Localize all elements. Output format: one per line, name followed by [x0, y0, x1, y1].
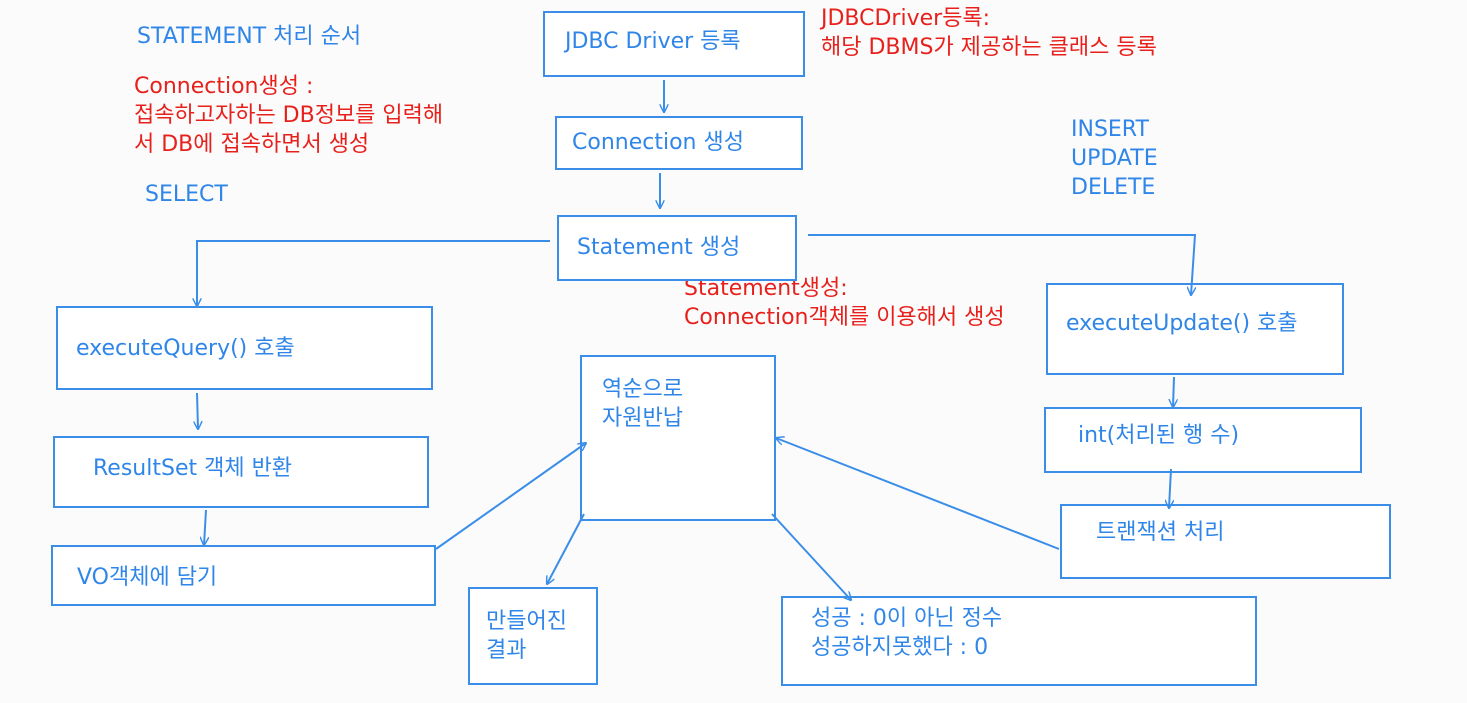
node-resultset: ResultSet 객체 반환 — [53, 436, 429, 508]
edge-release-success — [771, 513, 851, 600]
node-label: JDBC Driver 등록 — [565, 29, 741, 54]
node-label: 역순으로 자원반납 — [602, 377, 683, 431]
node-label: 트랜잭션 처리 — [1096, 520, 1225, 545]
node-label: executeQuery() 호출 — [76, 336, 295, 361]
edge-resultset-vo — [204, 509, 206, 545]
node-label: 성공 : 0이 아닌 정수 성공하지못했다 : 0 — [811, 606, 1003, 660]
node-execute-update: executeUpdate() 호출 — [1046, 283, 1344, 375]
node-label: Statement 생성 — [577, 235, 741, 260]
node-jdbc-driver: JDBC Driver 등록 — [543, 11, 805, 77]
edge-statement-select — [197, 240, 550, 306]
edge-release-made-result — [547, 513, 585, 584]
node-made-result: 만들어진 결과 — [468, 587, 598, 685]
node-label: ResultSet 객체 반환 — [93, 456, 293, 481]
edge-transaction-release — [776, 438, 1060, 550]
connection-note: Connection생성 : 접속하고자하는 DB정보를 입력해 서 DB에 접… — [134, 74, 444, 157]
node-label: VO객체에 담기 — [77, 565, 218, 590]
node-connection: Connection 생성 — [555, 116, 803, 170]
node-label: int(처리된 행 수) — [1078, 423, 1240, 448]
node-transaction: 트랜잭션 처리 — [1060, 504, 1391, 579]
select-label: SELECT — [145, 182, 228, 207]
node-int-rows: int(처리된 행 수) — [1044, 407, 1362, 473]
node-label: 만들어진 결과 — [486, 609, 567, 663]
driver-note: JDBCDriver등록: 해당 DBMS가 제공하는 클래스 등록 — [821, 6, 1157, 60]
diagram-title: STATEMENT 처리 순서 — [137, 24, 362, 49]
edge-vo-release — [435, 443, 586, 550]
node-label: executeUpdate() 호출 — [1066, 311, 1298, 336]
node-execute-query: executeQuery() 호출 — [56, 306, 433, 390]
node-label: Connection 생성 — [572, 130, 744, 155]
edge-statement-dml — [808, 234, 1197, 295]
node-statement: Statement 생성 — [557, 215, 797, 281]
dml-label: INSERT UPDATE DELETE — [1071, 117, 1158, 200]
node-success-result: 성공 : 0이 아닌 정수 성공하지못했다 : 0 — [781, 596, 1257, 686]
node-release: 역순으로 자원반납 — [580, 355, 776, 521]
node-vo: VO객체에 담기 — [51, 545, 436, 606]
edge-update-int — [1173, 376, 1174, 407]
edge-query-resultset — [197, 392, 198, 429]
edge-int-transaction — [1169, 468, 1171, 508]
